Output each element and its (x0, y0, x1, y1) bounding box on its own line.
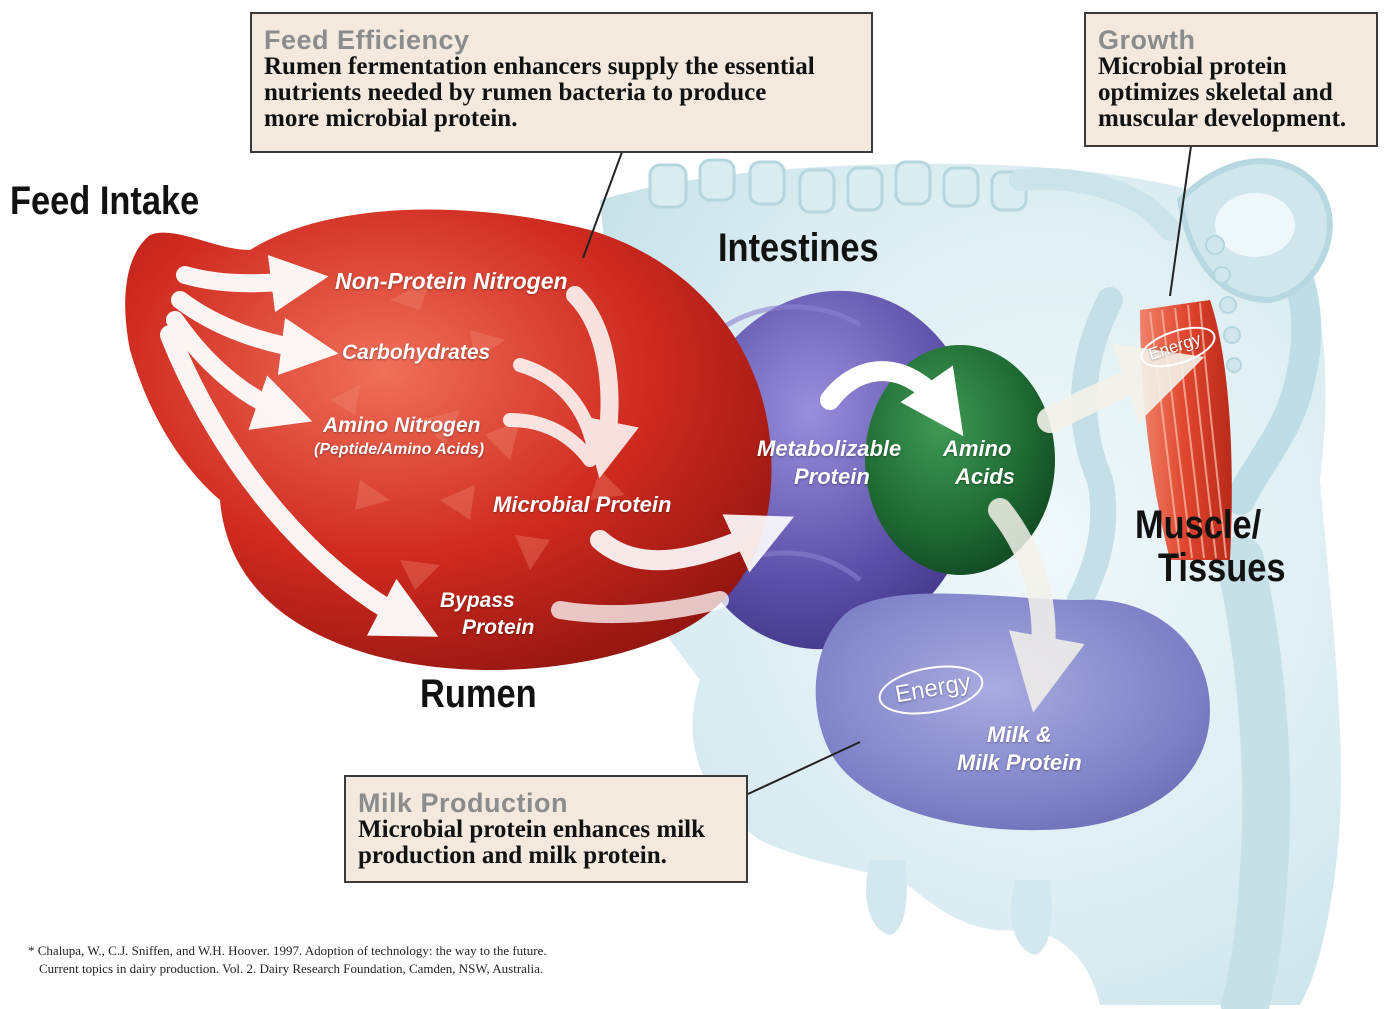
metabolizable-protein-line2: Protein (794, 464, 870, 490)
citation: * Chalupa, W., C.J. Sniffen, and W.H. Ho… (28, 942, 547, 978)
udder-organ (816, 593, 1210, 830)
carbohydrates-label: Carbohydrates (342, 341, 490, 365)
milk-production-box: Milk Production Microbial protein enhanc… (344, 775, 748, 883)
bypass-protein-line2: Protein (462, 616, 534, 640)
growth-box: Growth Microbial protein optimizes skele… (1084, 12, 1378, 147)
milk-production-title: Milk Production (358, 789, 732, 817)
feed-efficiency-box: Feed Efficiency Rumen fermentation enhan… (250, 12, 873, 153)
amino-acids-line2: Acids (955, 464, 1015, 490)
microbial-protein-label: Microbial Protein (493, 492, 671, 518)
growth-text-2: optimizes skeletal and (1098, 80, 1362, 106)
milk-production-text-1: Microbial protein enhances milk (358, 817, 732, 843)
amino-acids-line1: Amino (943, 436, 1011, 462)
muscle-label-line1: Muscle/ (1135, 504, 1261, 546)
milk-line2: Milk Protein (957, 750, 1082, 776)
rumen-label: Rumen (420, 673, 537, 715)
citation-line-2: Current topics in dairy production. Vol.… (28, 960, 547, 978)
non-protein-nitrogen-label: Non-Protein Nitrogen (335, 268, 568, 295)
growth-text-3: muscular development. (1098, 106, 1362, 132)
growth-text-1: Microbial protein (1098, 54, 1362, 80)
feed-intake-label: Feed Intake (10, 180, 199, 222)
milk-line1: Milk & (987, 722, 1052, 748)
growth-title: Growth (1098, 26, 1362, 54)
citation-line-1: * Chalupa, W., C.J. Sniffen, and W.H. Ho… (28, 942, 547, 960)
feed-efficiency-text-2: nutrients needed by rumen bacteria to pr… (264, 80, 857, 106)
amino-nitrogen-sub-label: (Peptide/Amino Acids) (314, 441, 484, 459)
feed-efficiency-title: Feed Efficiency (264, 26, 857, 54)
feed-efficiency-text-1: Rumen fermentation enhancers supply the … (264, 54, 857, 80)
metabolizable-protein-line1: Metabolizable (757, 436, 901, 462)
feed-efficiency-text-3: more microbial protein. (264, 106, 857, 132)
intestines-label: Intestines (718, 227, 879, 269)
bypass-protein-line1: Bypass (440, 589, 515, 613)
amino-nitrogen-label: Amino Nitrogen (323, 414, 481, 438)
milk-production-text-2: production and milk protein. (358, 843, 732, 869)
muscle-label-line2: Tissues (1158, 547, 1285, 589)
